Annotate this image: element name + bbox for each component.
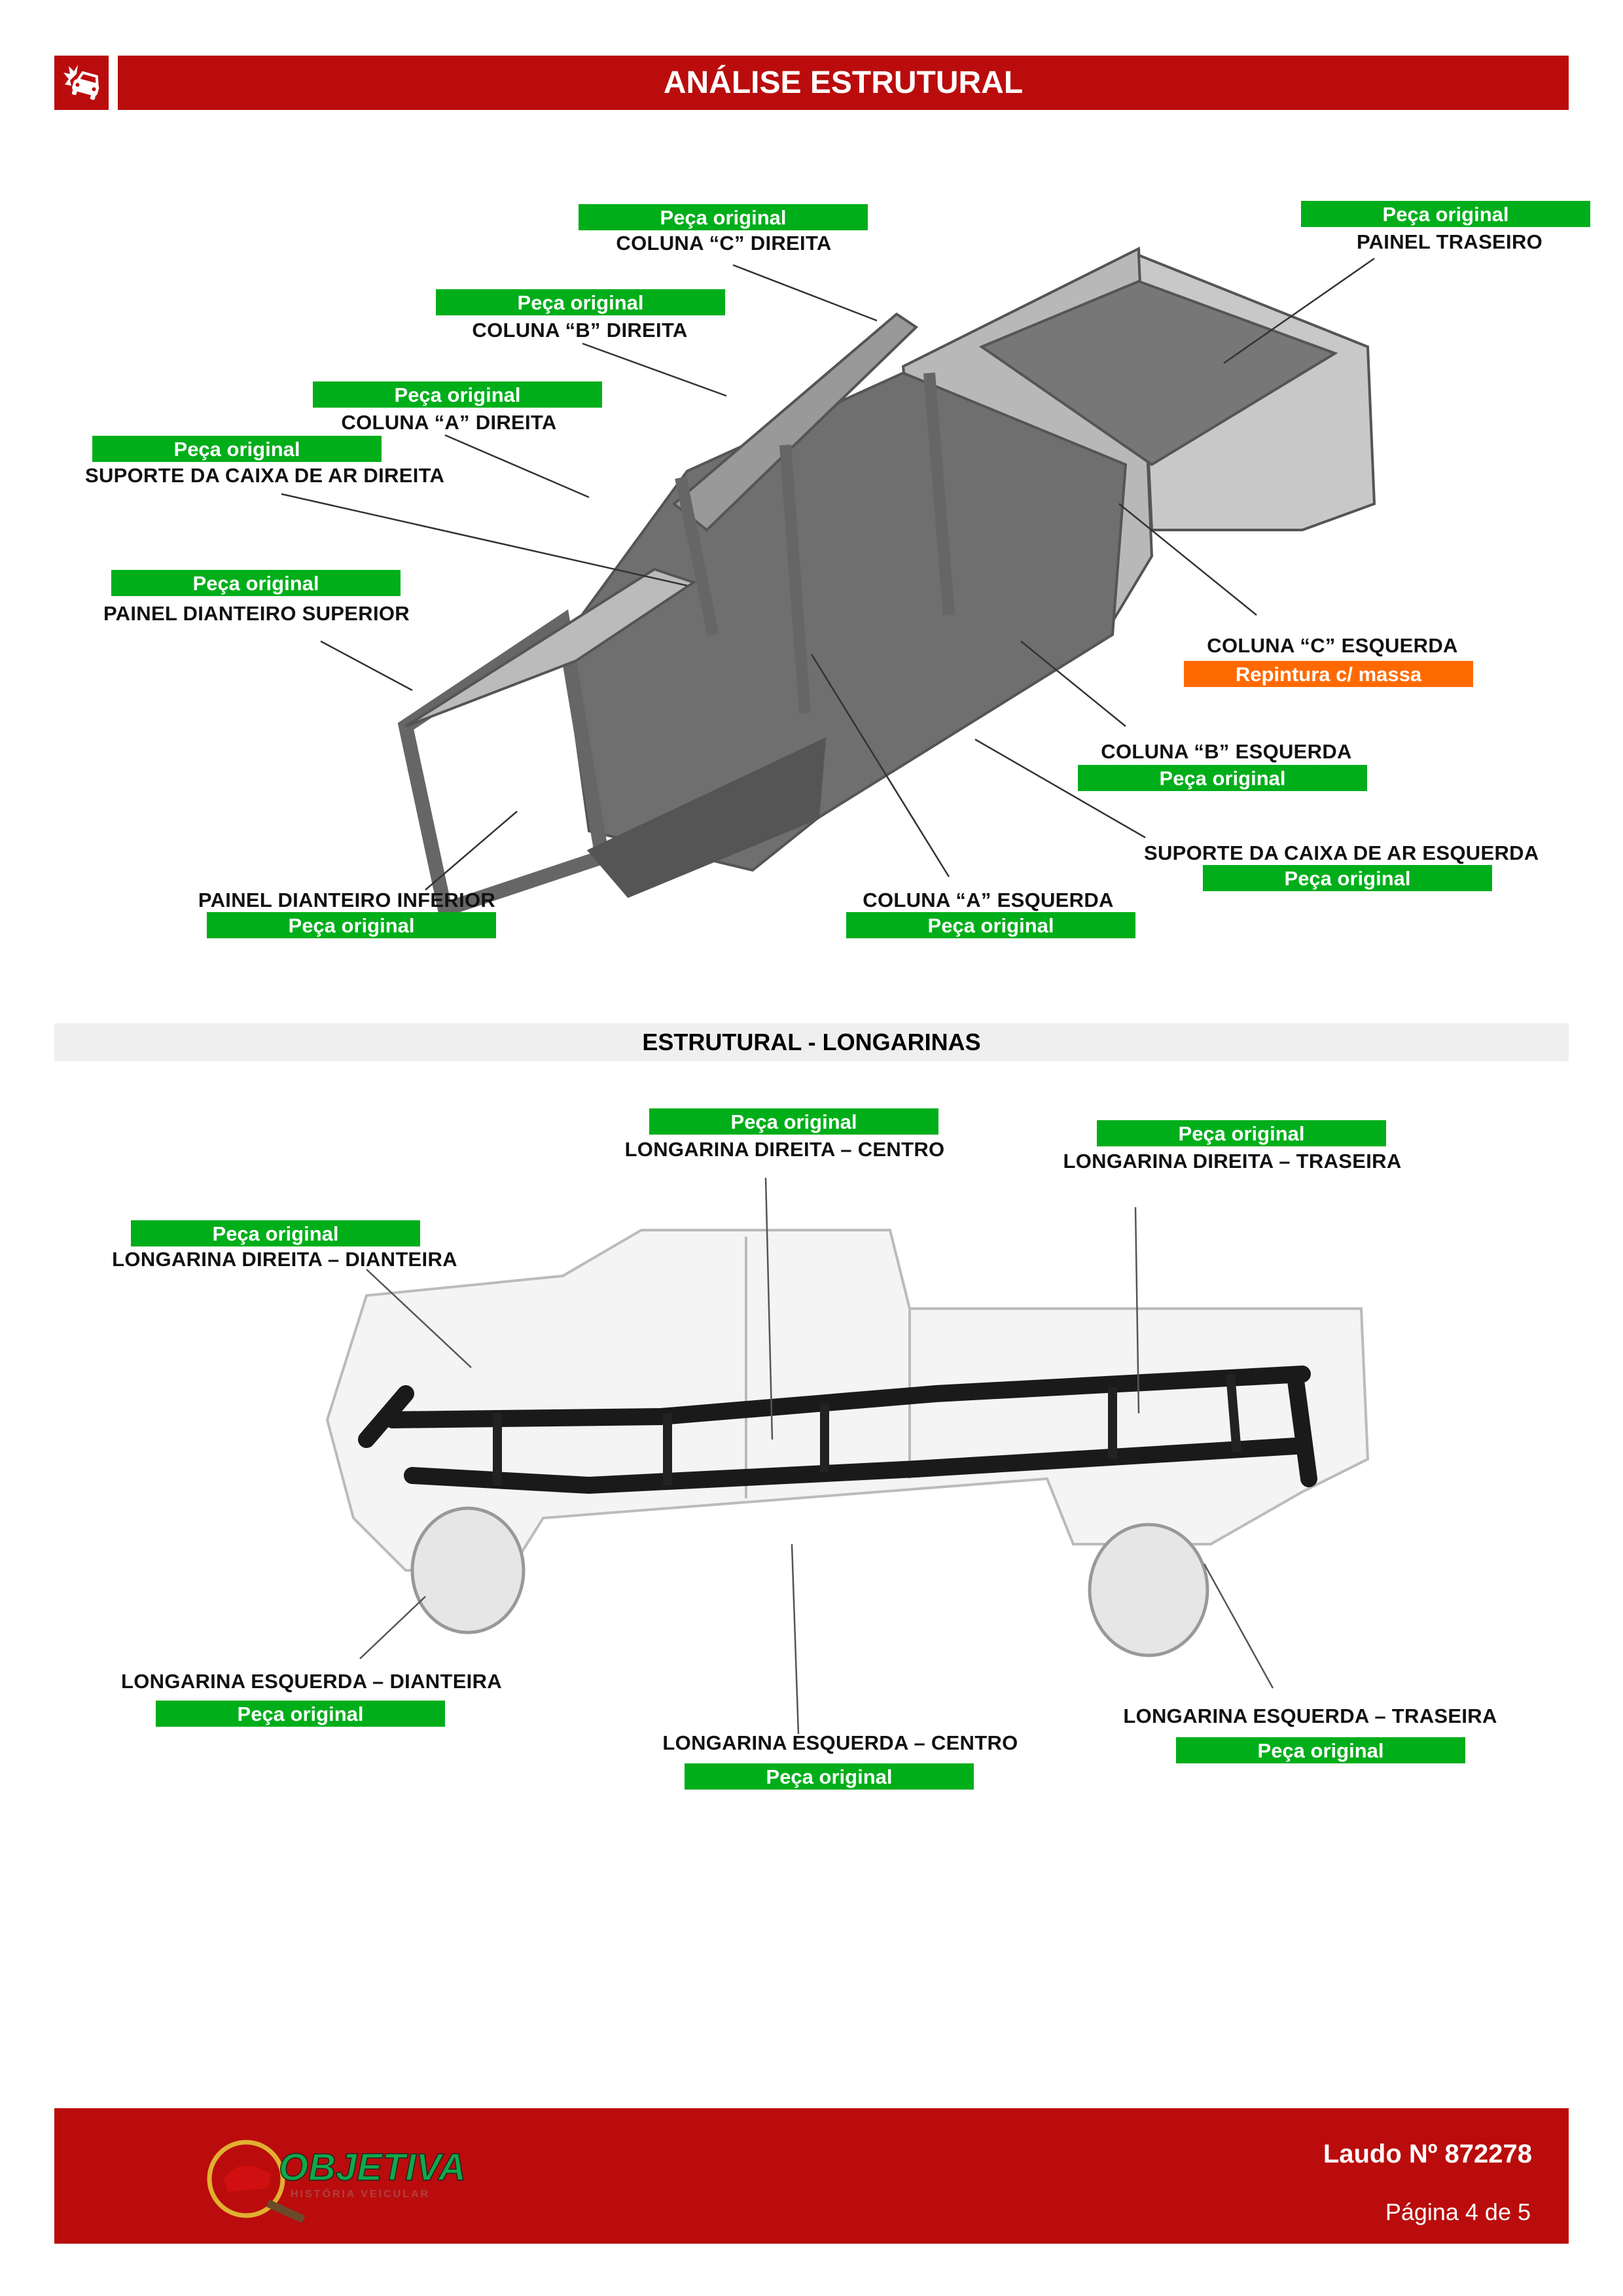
longarina-part-name: LONGARINA ESQUERDA – TRASEIRA	[1123, 1704, 1497, 1727]
structure-status-badge: Peça original	[207, 912, 496, 938]
structure-status-badge: Peça original	[436, 289, 725, 315]
structure-status-badge: Repintura c/ massa	[1184, 661, 1473, 687]
structure-part-name: SUPORTE DA CAIXA DE AR DIREITA	[85, 464, 445, 487]
longarina-status-badge: Peça original	[1176, 1737, 1465, 1763]
structure-part-name: PAINEL DIANTEIRO INFERIOR	[198, 889, 496, 911]
longarina-part-name: LONGARINA ESQUERDA – DIANTEIRA	[121, 1670, 502, 1693]
objetiva-logo: OBJETIVA HISTÓRIA VEICULAR	[207, 2140, 467, 2223]
structure-status-badge: Peça original	[579, 204, 868, 230]
leader-lines	[281, 257, 1375, 891]
structure-part-name: COLUNA “B” DIREITA	[472, 319, 688, 342]
structure-status-badge: Peça original	[846, 912, 1135, 938]
structure-status-badge: Peça original	[1203, 865, 1492, 891]
longarina-part-name: LONGARINA DIREITA – TRASEIRA	[1063, 1150, 1402, 1173]
page-title: ANÁLISE ESTRUTURAL	[118, 56, 1569, 110]
structure-status-badge: Peça original	[111, 570, 401, 596]
structure-status-badge: Peça original	[1078, 765, 1367, 791]
structure-part-name: COLUNA “A” ESQUERDA	[863, 889, 1114, 911]
structure-part-name: COLUNA “A” DIREITA	[341, 411, 557, 434]
longarina-part-name: LONGARINA DIREITA – CENTRO	[624, 1138, 945, 1161]
structure-part-name: COLUNA “C” DIREITA	[616, 232, 832, 255]
longarina-part-name: LONGARINA ESQUERDA – CENTRO	[662, 1731, 1018, 1754]
report-number: Laudo Nº 872278	[1323, 2140, 1532, 2168]
longarina-status-badge: Peça original	[1097, 1120, 1386, 1146]
structure-part-name: COLUNA “B” ESQUERDA	[1101, 740, 1352, 763]
page-number: Página 4 de 5	[1385, 2199, 1531, 2225]
structure-part-name: COLUNA “C” ESQUERDA	[1207, 634, 1458, 657]
structure-status-badge: Peça original	[1301, 201, 1590, 227]
svg-text:OBJETIVA: OBJETIVA	[279, 2146, 466, 2189]
structure-part-name: SUPORTE DA CAIXA DE AR ESQUERDA	[1144, 841, 1539, 864]
leader-lines	[359, 1178, 1274, 1735]
section-title: ESTRUTURAL - LONGARINAS	[54, 1023, 1569, 1061]
structure-part-name: PAINEL DIANTEIRO SUPERIOR	[103, 602, 410, 625]
structure-part-name: PAINEL TRASEIRO	[1356, 230, 1543, 253]
longarina-status-badge: Peça original	[685, 1763, 974, 1790]
body-structure-diagram	[281, 246, 1376, 919]
longarina-status-badge: Peça original	[156, 1701, 445, 1727]
longarina-part-name: LONGARINA DIREITA – DIANTEIRA	[112, 1248, 457, 1271]
structure-status-badge: Peça original	[313, 381, 602, 408]
footer	[54, 2108, 1569, 2244]
longarina-status-badge: Peça original	[649, 1108, 938, 1135]
svg-text:HISTÓRIA VEICULAR: HISTÓRIA VEICULAR	[291, 2187, 430, 2200]
chassis-diagram	[325, 1178, 1370, 1735]
car-crash-icon	[54, 56, 109, 110]
longarina-status-badge: Peça original	[131, 1220, 420, 1246]
structure-status-badge: Peça original	[92, 436, 382, 462]
